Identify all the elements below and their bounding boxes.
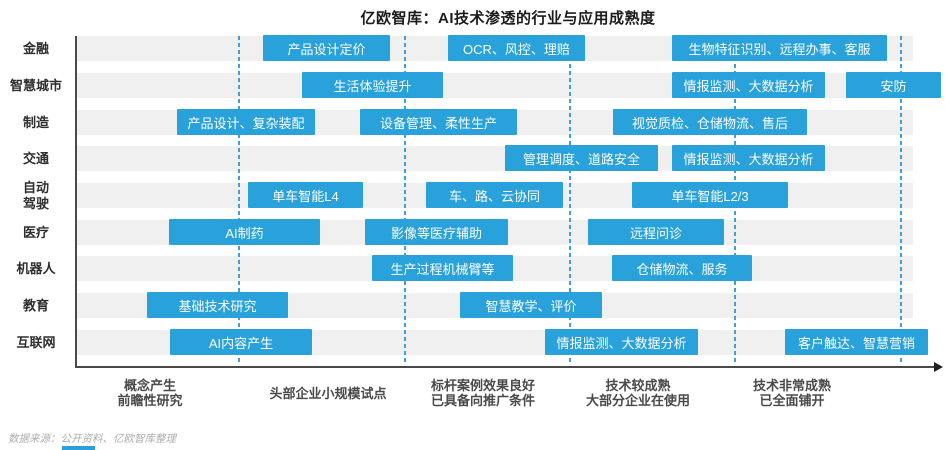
capability-bar: 情报监测、大数据分析 (545, 329, 698, 355)
maturity-stage-label-line: 头部企业小规模试点 (269, 385, 387, 401)
industry-row-label-line: 互联网 (16, 334, 56, 350)
maturity-stage-label-line: 已具备向推广条件 (430, 393, 535, 408)
capability-bar: 视觉质检、仓储物流、售后 (613, 109, 807, 135)
capability-bar: 单车智能L2/3 (632, 182, 788, 208)
capability-bar-label: AI制药 (225, 225, 264, 241)
x-axis-arrowhead-icon (934, 362, 943, 372)
capability-bar: 生活体验提升 (302, 72, 443, 98)
stage-boundary-dashed-line (238, 36, 240, 362)
maturity-stage-label: 头部企业小规模试点 (178, 376, 478, 410)
maturity-stage-label-line: 概念产生 (123, 378, 176, 393)
capability-bar: 单车智能L4 (248, 182, 363, 208)
capability-bar-label: 客户触达、智慧营销 (797, 335, 915, 351)
capability-bar: 生物特征识别、远程办事、客服 (672, 35, 887, 61)
capability-bar-label: 单车智能L4 (272, 188, 339, 204)
capability-bar: 智慧教学、评价 (460, 292, 602, 318)
industry-row-label-line: 智慧城市 (9, 77, 62, 93)
capability-bar-label: 安防 (880, 78, 907, 94)
capability-bar: 情报监测、大数据分析 (672, 145, 825, 171)
maturity-stage-label-line: 技术较成熟 (605, 378, 671, 393)
industry-row-label-line: 交通 (22, 150, 49, 166)
industry-row-label-line: 机器人 (16, 260, 56, 276)
stage-boundary-dashed-line (404, 36, 406, 362)
y-axis-line (75, 36, 77, 368)
source-note: 数据来源：公开资料、亿欧智库整理 (8, 433, 176, 445)
capability-bar: 安防 (846, 72, 941, 98)
industry-row-label-line: 医疗 (22, 224, 49, 240)
capability-bar-label: 设备管理、柔性生产 (379, 115, 497, 131)
capability-bar: 客户触达、智慧营销 (785, 329, 928, 355)
capability-bar: 车、路、云协同 (426, 182, 563, 208)
industry-row-label-line: 制造 (22, 114, 49, 130)
industry-row-label: 自动驾驶 (0, 179, 72, 211)
maturity-stage-label: 标杆案例效果良好已具备向推广条件 (333, 376, 633, 410)
capability-bar-label: 产品设计定价 (287, 41, 366, 57)
capability-bar-label: 情报监测、大数据分析 (556, 335, 687, 351)
capability-bar-label: 管理调度、道路安全 (522, 151, 640, 167)
maturity-stage-label-line: 已全面铺开 (759, 393, 825, 408)
capability-bar-label: 生活体验提升 (333, 78, 412, 94)
capability-bar: 情报监测、大数据分析 (672, 72, 825, 98)
capability-bar-label: 车、路、云协同 (448, 188, 540, 204)
capability-bar-label: 单车智能L2/3 (671, 188, 749, 204)
stage-boundary-dashed-line (900, 36, 902, 362)
capability-bar: 管理调度、道路安全 (505, 145, 658, 171)
capability-bar-label: 影像等医疗辅助 (390, 225, 482, 241)
industry-row-label: 制造 (0, 110, 72, 135)
capability-bar: 影像等医疗辅助 (365, 219, 508, 245)
industry-row-label: 医疗 (0, 220, 72, 245)
maturity-stage-label: 概念产生前瞻性研究 (0, 376, 300, 410)
chart-title: 亿欧智库：AI技术渗透的行业与应用成熟度 (360, 10, 656, 27)
capability-bar: 远程问诊 (588, 219, 724, 245)
capability-bar-label: 智慧教学、评价 (485, 298, 577, 314)
capability-bar-label: 产品设计、复杂装配 (187, 115, 305, 131)
industry-row-label-line: 教育 (22, 297, 49, 313)
capability-bar-label: AI内容产生 (208, 335, 274, 351)
capability-bar: 仓储物流、服务 (612, 255, 752, 281)
capability-bar: 基础技术研究 (147, 292, 288, 318)
stage-boundary-dashed-line (569, 36, 571, 362)
industry-row-label-line: 自动 (22, 179, 49, 195)
maturity-stage-label-line: 标杆案例效果良好 (430, 378, 535, 393)
x-axis-line (75, 366, 936, 368)
capability-bar-label: 视觉质检、仓储物流、售后 (631, 115, 788, 131)
industry-row-label: 教育 (0, 293, 72, 318)
capability-bar: AI内容产生 (170, 329, 312, 355)
industry-row-label: 互联网 (0, 330, 72, 355)
maturity-stage-label-line: 技术非常成熟 (752, 378, 831, 393)
maturity-stage-label-line: 前瞻性研究 (117, 393, 183, 408)
capability-bar-label: 情报监测、大数据分析 (683, 151, 814, 167)
capability-bar-label: 仓储物流、服务 (636, 261, 728, 277)
capability-bar: 设备管理、柔性生产 (360, 109, 517, 135)
capability-bar-label: 远程问诊 (629, 225, 682, 241)
capability-bar-label: 情报监测、大数据分析 (683, 78, 814, 94)
industry-row-label-line: 金融 (22, 40, 49, 56)
maturity-stage-label: 技术非常成熟已全面铺开 (642, 376, 942, 410)
capability-bar: 产品设计定价 (263, 35, 390, 61)
capability-bar-label: 基础技术研究 (178, 298, 257, 314)
industry-row-label: 金融 (0, 36, 72, 61)
industry-row-label: 机器人 (0, 256, 72, 281)
capability-bar: OCR、风控、理赔 (448, 35, 585, 61)
industry-row-label: 智慧城市 (0, 73, 72, 98)
industry-row-label: 交通 (0, 146, 72, 171)
industry-row-label-line: 驾驶 (22, 195, 49, 211)
capability-bar: 生产过程机械臂等 (372, 255, 513, 281)
maturity-stage-label: 技术较成熟大部分企业在使用 (488, 376, 788, 410)
capability-bar-label: 生产过程机械臂等 (390, 261, 495, 277)
cropped-blue-element (62, 446, 95, 450)
capability-bar-label: 生物特征识别、远程办事、客服 (688, 41, 871, 57)
maturity-stage-label-line: 大部分企业在使用 (585, 393, 690, 408)
capability-bar: AI制药 (169, 219, 320, 245)
capability-bar: 产品设计、复杂装配 (177, 109, 315, 135)
capability-bar-label: OCR、风控、理赔 (463, 41, 570, 57)
